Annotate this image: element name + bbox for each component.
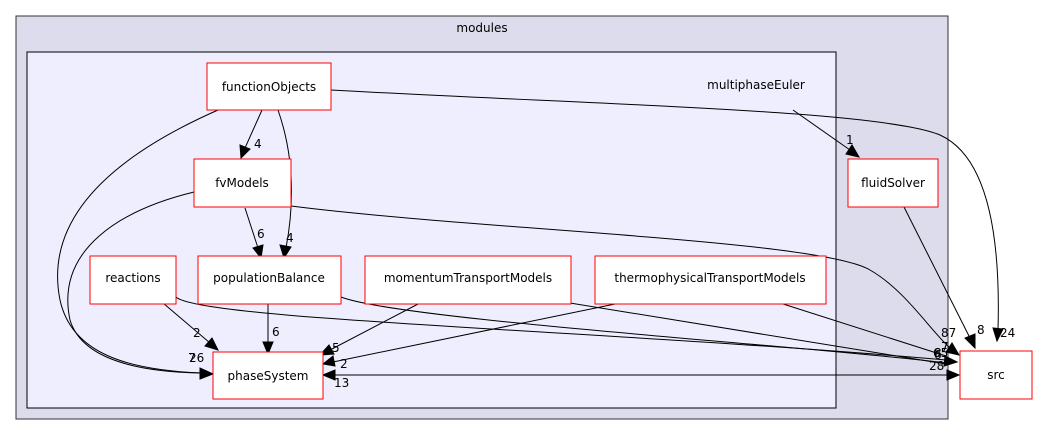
edge-label-re-src: 7 <box>941 340 949 354</box>
edge-label-fs-src: 8 <box>977 323 985 337</box>
edge-label-mtm-src: 6 <box>934 348 942 362</box>
edge-label-pb-src: 65 <box>933 346 948 360</box>
node-functionObjects[interactable]: functionObjects <box>206 62 332 111</box>
node-src[interactable]: src <box>959 350 1033 400</box>
node-label: phaseSystem <box>228 369 309 383</box>
edge-label-fo-fv: 4 <box>254 137 262 151</box>
node-label: populationBalance <box>213 271 325 285</box>
edges: 4 4 7 24 6 26 87 1 8 2 <box>57 89 1015 390</box>
arrowhead <box>239 144 251 160</box>
edge-label-re-ps: 2 <box>193 326 201 340</box>
arrowhead <box>964 333 976 350</box>
edge-label-src-ps: 13 <box>334 376 349 390</box>
edge-populationBalance-src <box>340 296 947 364</box>
edge-fvModels-populationBalance <box>244 207 259 249</box>
arrowhead <box>945 342 961 356</box>
edge-label-mtm-ps: 5 <box>332 341 340 355</box>
arrowhead <box>321 369 336 381</box>
node-label: reactions <box>105 271 160 285</box>
edge-momentumTransportModels-src <box>569 302 947 365</box>
edge-label-fv-src: 87 <box>941 326 956 340</box>
node-momentumTransportModels[interactable]: momentumTransportModels <box>364 255 572 305</box>
edge-thermophysicalTransportModels-src <box>779 302 947 357</box>
arrowhead <box>279 244 292 260</box>
edge-label-fo-ps: 7 <box>188 351 196 365</box>
arrowhead <box>262 341 274 356</box>
arrowhead <box>204 337 219 351</box>
edge-fvModels-phaseSystem <box>67 191 203 374</box>
edge-label-me-fs: 1 <box>846 133 854 147</box>
edge-reactions-phaseSystem <box>162 302 211 344</box>
arrowhead <box>992 327 1004 343</box>
node-fluidSolver[interactable]: fluidSolver <box>847 158 939 208</box>
edge-functionObjects-fvModels <box>244 109 263 149</box>
edge-thermophysicalTransportModels-phaseSystem <box>332 302 621 363</box>
arrowhead <box>943 355 959 367</box>
edge-label-pb-ps: 6 <box>272 325 280 339</box>
arrowhead <box>199 367 215 380</box>
node-label: thermophysicalTransportModels <box>614 271 805 285</box>
edge-label-ttm-ps: 2 <box>340 357 348 371</box>
node-phaseSystem[interactable]: phaseSystem <box>212 351 324 400</box>
arrowhead <box>252 244 264 260</box>
node-label: fluidSolver <box>861 176 925 190</box>
edge-label-fo-src: 24 <box>1000 326 1015 340</box>
edge-momentumTransportModels-phaseSystem <box>329 302 421 351</box>
edge-label-fo-pb: 4 <box>286 231 294 245</box>
node-label: momentumTransportModels <box>384 271 552 285</box>
edge-fluidSolver-src <box>903 206 971 339</box>
arrowhead <box>946 369 961 381</box>
edge-label-ps-src: 28 <box>929 359 944 373</box>
edge-multiphaseEuler-fluidSolver <box>792 109 851 151</box>
node-populationBalance[interactable]: populationBalance <box>197 255 342 305</box>
node-reactions[interactable]: reactions <box>89 255 177 305</box>
arrowhead <box>321 355 336 367</box>
cluster-modules-label: modules <box>456 21 507 35</box>
edge-fvModels-src <box>290 205 951 349</box>
edge-functionObjects-src <box>330 89 999 331</box>
arrowhead <box>845 144 861 158</box>
node-thermophysicalTransportModels[interactable]: thermophysicalTransportModels <box>594 255 827 305</box>
node-fvModels[interactable]: fvModels <box>193 158 292 208</box>
node-label: functionObjects <box>222 80 316 94</box>
node-label: fvModels <box>215 176 269 190</box>
node-label: src <box>987 368 1005 382</box>
edge-label-fv-ps: 26 <box>189 351 204 365</box>
cluster-multiphaseEuler-label: multiphaseEuler <box>707 78 805 92</box>
edge-functionObjects-phaseSystem <box>57 109 219 374</box>
edge-label-ttm-src: 8 <box>934 346 942 360</box>
cluster-multiphaseEuler <box>26 51 837 409</box>
edge-label-fv-pb: 6 <box>257 227 265 241</box>
